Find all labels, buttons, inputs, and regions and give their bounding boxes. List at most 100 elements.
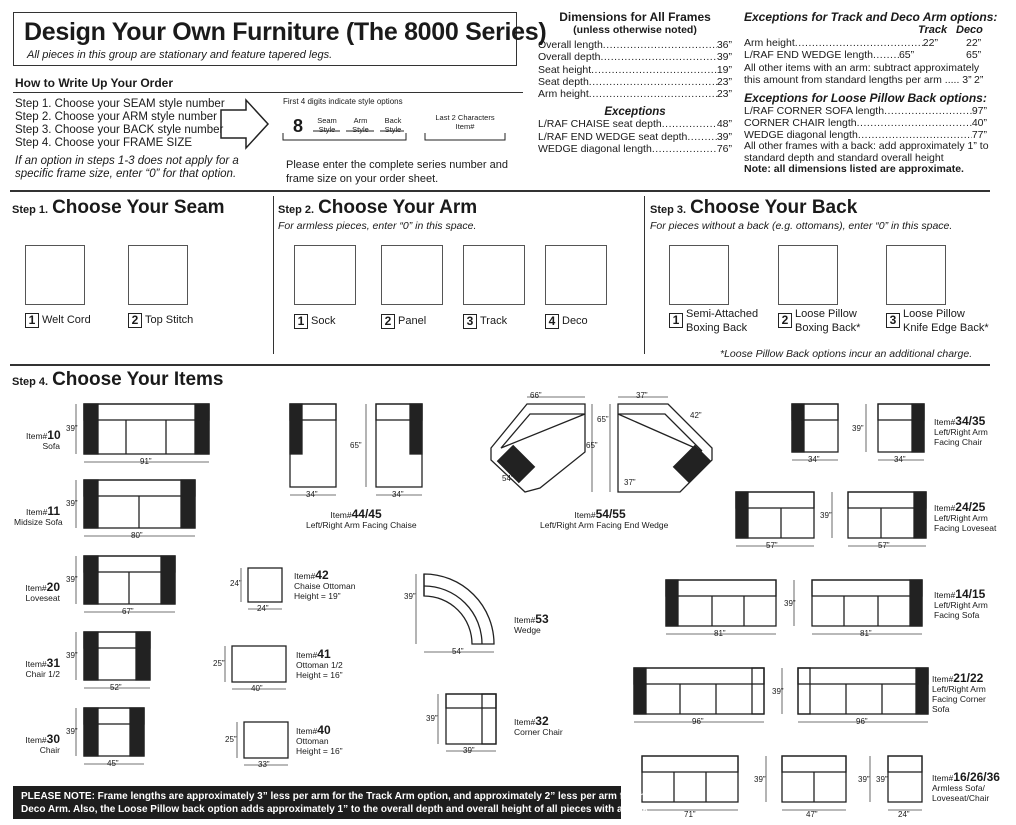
dim-ott42-width: 24” bbox=[257, 604, 269, 613]
dim-endwedge-e: 65” bbox=[586, 441, 598, 450]
dim-sofa-height: 39” bbox=[66, 424, 78, 433]
top-stitch-illustration bbox=[128, 245, 188, 305]
dim-cornersofa-right: 96” bbox=[856, 717, 868, 726]
dim-endwedge-b: 37” bbox=[636, 391, 648, 400]
exception-row: WEDGE diagonal length76” bbox=[538, 143, 732, 155]
pillow-row: L/RAF CORNER SOFA length97” bbox=[744, 105, 987, 117]
dim-armsofa-right: 81” bbox=[860, 629, 872, 638]
step3-hint: For pieces without a back (e.g. ottomans… bbox=[650, 220, 953, 232]
dim-ott40-width: 33” bbox=[258, 760, 270, 769]
howto-step-4: Step 4. Choose your FRAME SIZE bbox=[15, 137, 193, 149]
dim-chair-height: 39” bbox=[66, 727, 78, 736]
section-divider bbox=[10, 364, 990, 366]
howto-title: How to Write Up Your Order bbox=[15, 76, 174, 90]
footer-note: PLEASE NOTE: Frame lengths are approxima… bbox=[13, 786, 651, 819]
col-track: Track bbox=[918, 24, 948, 36]
dim-chaise-height: 65” bbox=[350, 441, 362, 450]
exception-row: L/RAF CHAISE seat depth48” bbox=[538, 118, 732, 130]
dimensions-panel: Dimensions for All Frames (unless otherw… bbox=[538, 10, 732, 155]
dim-midsize-width: 80” bbox=[131, 531, 143, 540]
dim-cornersofa-height: 39” bbox=[772, 687, 784, 696]
dim-wedge-height: 39” bbox=[404, 592, 416, 601]
dim-loveseat-height: 39” bbox=[66, 575, 78, 584]
step2-heading: Step 2.Choose Your Arm bbox=[278, 197, 478, 218]
enter-instruction: Please enter the complete series number … bbox=[286, 159, 508, 185]
deco-arm-illustration bbox=[545, 245, 607, 305]
howto-note-line2: specific frame size, enter “0” for that … bbox=[15, 168, 237, 180]
title-box bbox=[13, 12, 517, 66]
dim-corner-width: 39” bbox=[463, 746, 475, 755]
sock-arm-illustration bbox=[294, 245, 356, 305]
step4-heading: Step 4.Choose Your Items bbox=[12, 369, 224, 390]
digits-label: First 4 digits indicate style options bbox=[283, 97, 403, 106]
dim-cornersofa-left: 96” bbox=[692, 717, 704, 726]
track-row-arm: Arm height22”22” bbox=[744, 37, 987, 49]
track-deco-columns: Track Deco bbox=[744, 24, 987, 37]
dim-corner-height: 39” bbox=[426, 714, 438, 723]
col-deco: Deco bbox=[956, 24, 983, 36]
dim-ott41-height: 25” bbox=[213, 659, 225, 668]
dim-armlove-right: 57” bbox=[878, 541, 890, 550]
dimensions-title: Dimensions for All Frames bbox=[559, 10, 711, 24]
dimension-row: Seat depth23” bbox=[538, 76, 732, 88]
dim-armchair-right: 34” bbox=[894, 455, 906, 464]
pillow-row: CORNER CHAIR length40” bbox=[744, 117, 987, 129]
pillow-knife-back-illustration bbox=[886, 245, 946, 305]
track-arm-illustration bbox=[463, 245, 525, 305]
dim-armchair-height: 39” bbox=[852, 424, 864, 433]
pillow-title: Exceptions for Loose Pillow Back options… bbox=[744, 90, 987, 105]
dim-armsofa-height: 39” bbox=[784, 599, 796, 608]
arm-style-label: Arm Style bbox=[352, 116, 369, 134]
howto-step-1: Step 1. Choose your SEAM style number bbox=[15, 98, 225, 110]
exception-row: L/RAF END WEDGE seat depth39” bbox=[538, 131, 732, 143]
dim-armless-chair: 24” bbox=[898, 810, 910, 819]
track-deco-title: Exceptions for Track and Deco Arm option… bbox=[744, 10, 998, 24]
page-title: Design Your Own Furniture (The 8000 Seri… bbox=[24, 18, 547, 46]
dim-chaise-width-left: 34” bbox=[306, 490, 318, 499]
howto-note-line1: If an option in steps 1-3 does not apply… bbox=[15, 155, 239, 167]
exceptions-title: Exceptions bbox=[604, 106, 666, 119]
page-subtitle: All pieces in this group are stationary … bbox=[27, 49, 333, 61]
dim-chaise-width-right: 34” bbox=[392, 490, 404, 499]
panel-arm-illustration bbox=[381, 245, 443, 305]
section-divider bbox=[10, 190, 990, 192]
dim-armlove-height: 39” bbox=[820, 511, 832, 520]
dim-endwedge-g: 37” bbox=[624, 478, 636, 487]
howto-step-3: Step 3. Choose your BACK style number bbox=[15, 124, 224, 136]
semi-attached-back-illustration bbox=[669, 245, 729, 305]
dim-sofa-width: 91” bbox=[140, 457, 152, 466]
dim-armlove-left: 57” bbox=[766, 541, 778, 550]
track-deco-panel: Exceptions for Track and Deco Arm option… bbox=[744, 10, 998, 176]
footer-line1: PLEASE NOTE: Frame lengths are approxima… bbox=[21, 791, 651, 802]
howto-rule bbox=[13, 92, 523, 93]
dim-armsofa-left: 81” bbox=[714, 629, 726, 638]
column-divider bbox=[644, 196, 645, 354]
dim-armless-loveseat: 47” bbox=[806, 810, 818, 819]
pillow-boxing-back-illustration bbox=[778, 245, 838, 305]
dimensions-subtitle: (unless otherwise noted) bbox=[573, 24, 697, 36]
dimension-row: Arm height23” bbox=[538, 88, 732, 100]
welt-cord-illustration bbox=[25, 245, 85, 305]
